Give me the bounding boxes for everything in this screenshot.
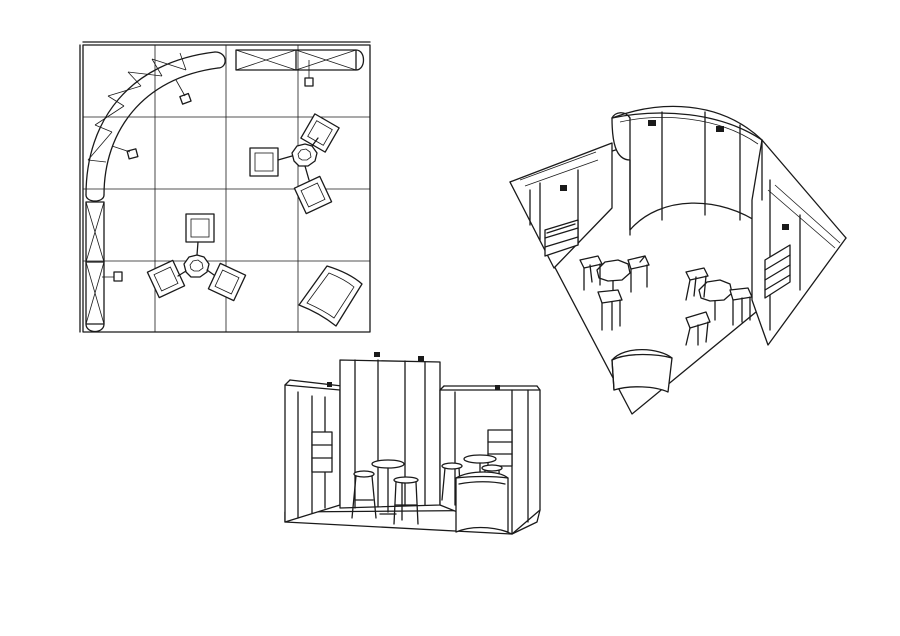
iso-reception-counter xyxy=(611,349,673,393)
iso-table-group-1 xyxy=(579,255,650,331)
round-table-2 xyxy=(183,254,210,278)
front-shelves-left xyxy=(311,431,333,473)
spotlights-plan xyxy=(102,60,314,282)
front-reception-counter xyxy=(455,471,509,533)
chair-1a xyxy=(249,147,279,177)
front-high-table-2 xyxy=(441,454,503,501)
chair-2b xyxy=(146,259,186,299)
floor-plan xyxy=(79,41,371,333)
chair-2a xyxy=(185,213,215,243)
front-view xyxy=(284,352,541,535)
top-wall-panels xyxy=(235,49,365,71)
iso-table-group-2 xyxy=(685,267,753,346)
iso-curved-wall xyxy=(611,105,763,236)
spotlights-front xyxy=(327,352,500,390)
iso-chair-2a xyxy=(685,267,709,301)
reception-counter-plan xyxy=(298,265,363,327)
iso-shelves-left xyxy=(544,219,579,257)
curved-wall xyxy=(85,51,226,202)
chair-1c xyxy=(293,175,333,215)
iso-chair-2b xyxy=(729,287,753,326)
iso-chair-1b xyxy=(627,255,650,293)
front-stool-1a xyxy=(351,470,377,519)
iso-chair-1c xyxy=(597,289,623,331)
iso-shelves-right xyxy=(764,244,791,299)
front-stool-1b xyxy=(393,476,419,525)
round-table-1 xyxy=(291,143,318,167)
iso-chair-2c xyxy=(685,311,711,346)
table-chair-group-2 xyxy=(146,213,247,302)
iso-chair-1a xyxy=(579,255,603,291)
left-wall-panels xyxy=(85,201,105,333)
isometric-view xyxy=(509,105,847,415)
spotlights-iso xyxy=(560,120,789,230)
table-chair-group-1 xyxy=(249,113,340,215)
front-high-table-1 xyxy=(351,459,419,525)
chair-1b xyxy=(300,113,340,153)
floor-plan-outline xyxy=(82,44,371,333)
chair-2c xyxy=(207,262,247,302)
